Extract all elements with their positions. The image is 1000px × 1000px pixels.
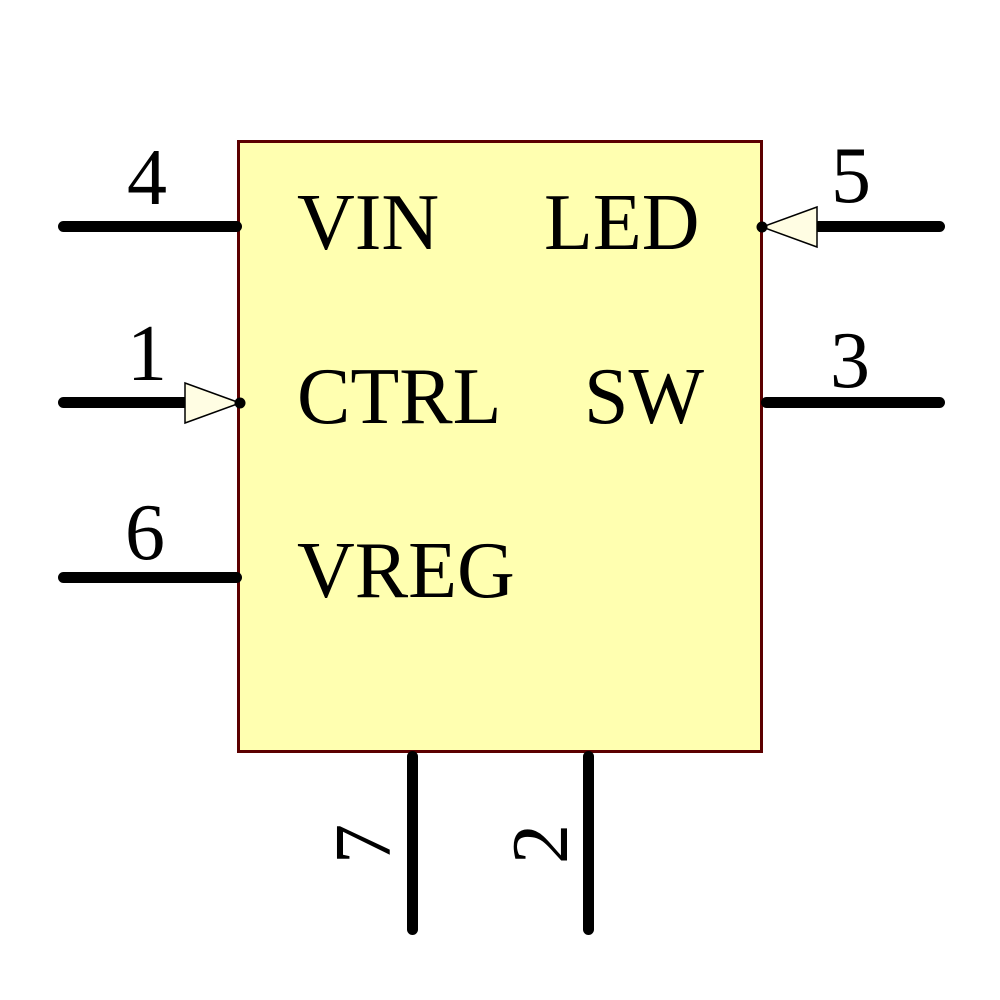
- pin-1-line: [58, 397, 190, 408]
- pin-2-line: [583, 751, 594, 935]
- pin-6-number: 6: [125, 489, 165, 577]
- pin-5-line: [813, 221, 945, 232]
- pin-2-number: 2: [497, 824, 585, 864]
- pin-4-line: [58, 221, 242, 232]
- pin-3-line: [761, 397, 945, 408]
- pin-7-line: [407, 751, 418, 935]
- pin-vin-label: VIN: [297, 179, 440, 267]
- component-body: [237, 140, 763, 753]
- pin-3-number: 3: [830, 317, 870, 405]
- pin-5-input-arrow-icon: [759, 205, 818, 249]
- pin-7-number: 7: [320, 824, 408, 864]
- pin-6-line: [58, 572, 242, 583]
- pin-ctrl-label: CTRL: [297, 353, 502, 441]
- pin-1-input-arrow-icon: [184, 381, 243, 425]
- pin-vreg-label: VREG: [297, 527, 515, 615]
- pin-5-number: 5: [831, 132, 871, 220]
- pin-sw-label: SW: [584, 353, 704, 441]
- pin-led-label: LED: [544, 179, 700, 267]
- pin-4-number: 4: [127, 134, 167, 222]
- pin-1-number: 1: [127, 310, 167, 398]
